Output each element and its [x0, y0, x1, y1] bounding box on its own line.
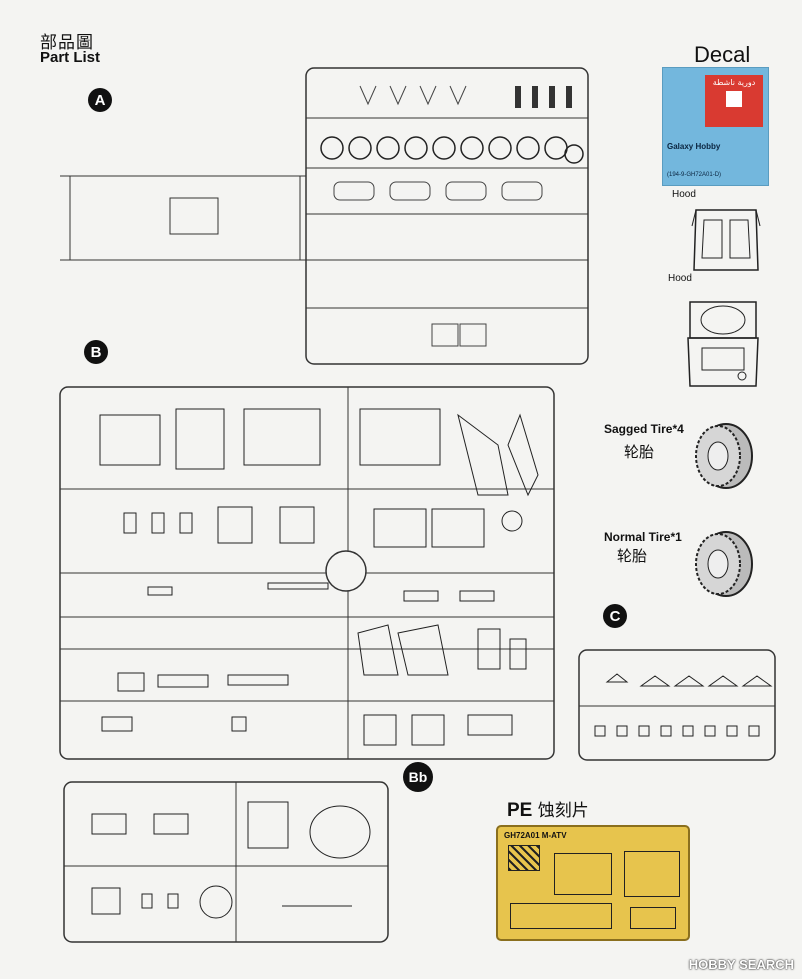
decal-brand: Galaxy Hobby — [667, 142, 721, 151]
hood-label-2: Hood — [668, 273, 692, 284]
title-chinese: 部品圖 — [40, 33, 94, 53]
pe-part-set — [624, 851, 680, 897]
pe-fret: GH72A01 M-ATV — [496, 825, 690, 941]
hood-drawing-bottom — [687, 301, 759, 387]
pe-part-frame — [554, 853, 612, 895]
hood-drawing-top — [691, 209, 761, 271]
sprue-c-drawing — [578, 649, 776, 761]
watermark: HOBBY SEARCH — [688, 957, 794, 972]
hood-label-1: Hood — [672, 189, 696, 200]
pe-title-en: PE — [507, 800, 533, 821]
normal-tire-drawing — [695, 531, 753, 597]
pe-title-cn: 蚀刻片 — [537, 801, 589, 821]
pe-fret-label: GH72A01 M-ATV — [504, 831, 567, 840]
normal-tire-label: Normal Tire*1 — [604, 530, 682, 544]
sprue-a-drawing — [60, 67, 589, 365]
pe-part-row — [510, 903, 612, 929]
decal-code: (194-9-GH72A01-D) — [667, 172, 722, 178]
sprue-b-drawing — [59, 386, 555, 760]
pe-part-small — [630, 907, 676, 929]
sprue-bb-badge: Bb — [403, 762, 433, 792]
decal-red-panel: دورية ناشطة — [705, 75, 763, 127]
sprue-b-badge: B — [84, 340, 108, 364]
pe-part-grille — [508, 845, 540, 871]
sprue-c-badge: C — [603, 604, 627, 628]
normal-tire-label-cn: 轮胎 — [617, 547, 648, 565]
sagged-tire-label: Sagged Tire*4 — [604, 422, 684, 436]
sprue-bb-drawing — [63, 781, 389, 943]
title-english: Part List — [40, 49, 101, 66]
decal-sheet: دورية ناشطة Galaxy Hobby (194-9-GH72A01-… — [662, 67, 769, 186]
pe-title: PE 蚀刻片 — [507, 796, 589, 822]
sagged-tire-label-cn: 轮胎 — [624, 443, 655, 461]
sprue-a-badge: A — [88, 88, 112, 112]
decal-title: Decal — [694, 42, 751, 67]
decal-emblem-icon — [726, 91, 742, 107]
decal-arabic-text: دورية ناشطة — [712, 78, 756, 87]
sagged-tire-drawing — [695, 423, 753, 489]
